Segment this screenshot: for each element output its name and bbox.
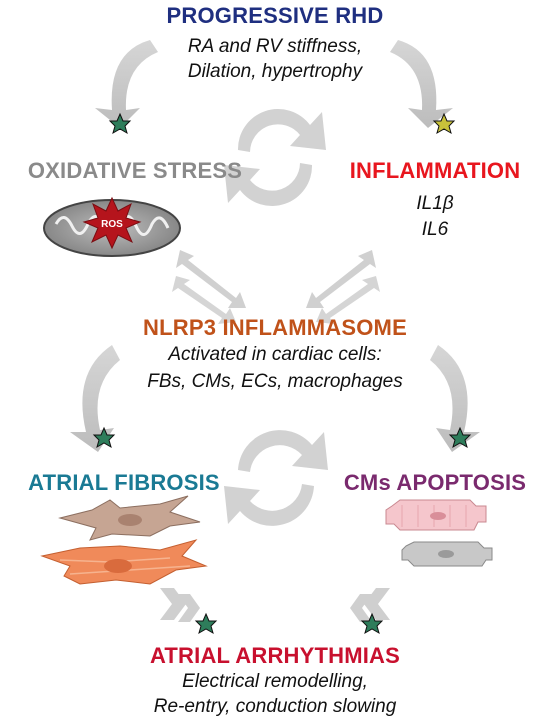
atrial-arrhythmias-title: ATRIAL ARRHYTHMIAS	[149, 643, 401, 668]
atrial-arrhythmias-line-2: Re-entry, conduction slowing	[153, 696, 397, 717]
chevron-arrows-left	[160, 588, 200, 622]
star-icon	[194, 612, 218, 635]
inflammation-line-1: IL1β	[416, 193, 454, 214]
inflammation-line-2: IL6	[421, 219, 449, 240]
curved-arrow-top-left	[95, 40, 158, 128]
fibroblast-cells-icon	[40, 495, 208, 585]
star-icon	[432, 112, 456, 135]
nlrp3-title: NLRP3 INFLAMMASOME	[143, 315, 407, 340]
double-arrow-left	[172, 250, 246, 324]
chevron-arrows-right	[350, 588, 390, 622]
star-icon	[448, 426, 472, 449]
cardiomyocyte-cells-icon	[385, 499, 493, 567]
inflammation-title: INFLAMMATION	[349, 158, 521, 183]
ros-label: ROS	[101, 219, 123, 230]
curved-arrow-mid-left	[70, 345, 120, 452]
progressive-rhd-line-2: Dilation, hypertrophy	[187, 61, 363, 82]
atrial-arrhythmias-line-1: Electrical remodelling,	[182, 671, 368, 692]
progressive-rhd-title: PROGRESSIVE RHD	[166, 3, 384, 28]
cms-apoptosis-title: CMs APOPTOSIS	[343, 470, 527, 495]
ros-burst-icon	[82, 196, 142, 250]
nlrp3-line-2: FBs, CMs, ECs, macrophages	[147, 371, 403, 392]
cycle-arrows-lower	[224, 430, 328, 526]
oxidative-stress-title: OXIDATIVE STRESS	[27, 158, 243, 183]
curved-arrow-top-right	[390, 40, 453, 128]
double-arrow-right	[306, 250, 380, 324]
nlrp3-line-1: Activated in cardiac cells:	[168, 344, 382, 365]
mitochondrion-icon: ROS	[43, 196, 181, 257]
progressive-rhd-line-1: RA and RV stiffness,	[187, 36, 363, 57]
star-icon	[360, 612, 384, 635]
atrial-fibrosis-title: ATRIAL FIBROSIS	[28, 470, 220, 495]
curved-arrow-mid-right	[430, 345, 480, 452]
star-icon	[108, 112, 132, 135]
cycle-arrows-upper	[224, 108, 326, 207]
star-icon	[92, 426, 116, 449]
